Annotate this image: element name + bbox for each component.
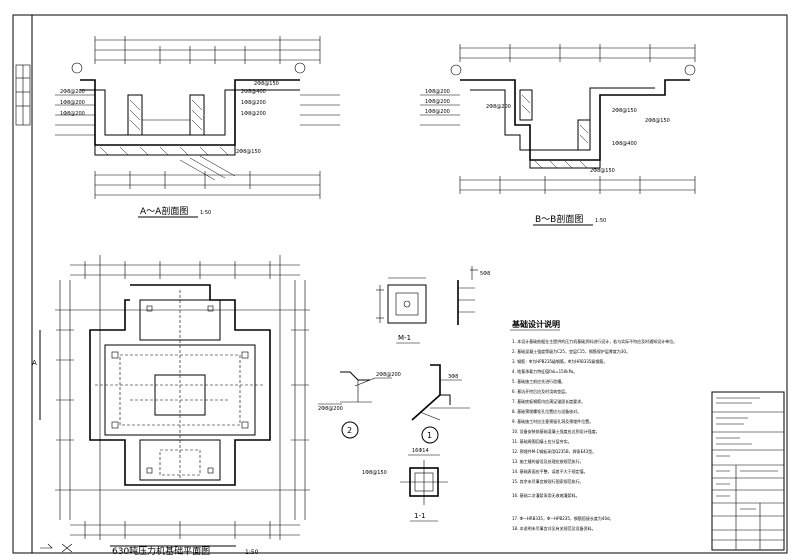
note-9: 9. 基础施工时应注意预留孔洞及预埋件位置。: [512, 418, 593, 424]
aa-section-title: A～A剖面图: [140, 205, 188, 217]
section11-top-note: 16Φ14: [412, 448, 429, 454]
note-10: 10. 设备安装前基础混凝土强度应达到设计强度。: [512, 428, 600, 434]
bb-rebar-note-6: 2Φ8@150: [645, 118, 670, 124]
detail-2: 2Φ8@200 2Φ8@200 2: [318, 371, 401, 439]
note-2: 2. 基础混凝土强度等级为C25，垫层C15，钢筋保护层厚度为30。: [512, 348, 630, 354]
note-5: 5. 基础施工前应先进行验槽。: [512, 378, 565, 384]
aa-rebar-note-5: 1Φ8@200: [241, 100, 266, 106]
plan-scale: 1:50: [245, 549, 259, 556]
detail2-note: 2Φ8@200: [376, 372, 401, 378]
aa-rebar-note-7: 2Φ8@150: [254, 81, 279, 87]
note-12: 12. 预埋件M-1钢板采用Q235B，焊条E43型。: [512, 448, 596, 454]
detail1-mark: 1: [427, 431, 432, 440]
detail2-note-b: 2Φ8@200: [318, 406, 343, 412]
title-block: [711, 391, 785, 551]
note-4: 4. 地基承载力特征值fak=150kPa。: [512, 368, 577, 374]
detail-section-11: 16Φ14 1Φ8@150 1-1: [362, 448, 448, 522]
note-17: 17. Φ—HRB335，Φ—HPB235，钢筋搭接长度为40d。: [512, 515, 614, 521]
section-bb: 1Φ8@200 1Φ8@200 1Φ8@200 2Φ8@200 2Φ8@150 …: [420, 44, 696, 226]
note-18: 18. 本说明未尽事宜详见有关规范及设备资料。: [512, 525, 596, 531]
note-11: 11. 基础周围回填土应分层夯实。: [512, 438, 572, 444]
aa-rebar-note-8: 2Φ8@150: [236, 149, 261, 155]
detail-m1: M-1 5Φ8: [376, 266, 490, 344]
bb-section-scale: 1:50: [595, 218, 606, 224]
bb-rebar-note-5: 2Φ8@150: [612, 108, 637, 114]
notes-title: 基础设计说明: [511, 319, 560, 329]
aa-section-scale: 1:50: [200, 210, 211, 216]
bb-rebar-note-7: 1Φ8@400: [612, 141, 637, 147]
foundation-plan: A 630吨压力机基础平面图 1:50: [32, 255, 310, 557]
aa-rebar-note-1: 2Φ8@200: [60, 89, 85, 95]
note-6: 6. 基坑开挖后应及时浇筑垫层。: [512, 388, 569, 394]
bb-rebar-note-3: 1Φ8@200: [425, 109, 450, 115]
m1-note: 5Φ8: [480, 271, 490, 277]
bb-rebar-note-1: 1Φ8@200: [425, 89, 450, 95]
aa-rebar-note-2: 1Φ8@200: [60, 100, 85, 106]
corner-mark: [40, 543, 53, 549]
aa-rebar-note-3: 1Φ8@200: [60, 111, 85, 117]
detail-1: 3Φ8 1: [411, 364, 470, 444]
margin-strip: [15, 64, 31, 126]
note-13: 13. 施工缝的留设及处理应按规范执行。: [512, 458, 584, 464]
design-notes: 基础设计说明 1. 本设计基础依据业主提供的压力机基础资料进行设计，若与实际不符…: [510, 319, 677, 531]
note-7: 7. 基础底板钢筋均应满足锚固长度要求。: [512, 398, 585, 404]
bb-rebar-note-2: 1Φ8@200: [425, 99, 450, 105]
section11-note: 1Φ8@150: [362, 470, 387, 476]
aa-rebar-note-4: 2Φ8@400: [241, 89, 266, 95]
note-16: 16. 基础二次灌浆采用无收缩灌浆料。: [512, 492, 580, 498]
plan-section-mark: A: [32, 359, 37, 367]
aa-rebar-note-6: 1Φ8@200: [241, 111, 266, 117]
note-8: 8. 基础预埋螺栓孔位置应与设备核对。: [512, 408, 581, 414]
note-14: 14. 基础表面应平整，误差不大于规定值。: [512, 468, 588, 474]
detail2-mark: 2: [347, 426, 352, 435]
section-aa: 2Φ8@200 1Φ8@200 1Φ8@200 2Φ8@400 1Φ8@200 …: [55, 36, 340, 218]
note-3: 3. 钢筋：Φ为HPB235级钢筋，Φ为HRB335级钢筋。: [512, 358, 607, 364]
m1-label: M-1: [398, 334, 411, 342]
bb-section-title: B～B剖面图: [535, 213, 583, 225]
detail1-note: 3Φ8: [448, 374, 458, 380]
plan-title: 630吨压力机基础平面图: [112, 545, 210, 557]
bb-rebar-note-8: 2Φ8@150: [590, 168, 615, 174]
note-15: 15. 其余未尽事宜按现行国家规范执行。: [512, 478, 584, 484]
bb-rebar-note-4: 2Φ8@200: [486, 104, 511, 110]
sheet-border: [12, 14, 788, 554]
section11-label: 1-1: [414, 512, 425, 520]
note-1: 1. 本设计基础依据业主提供的压力机基础资料进行设计，若与实际不符应及时通知设计…: [512, 338, 677, 344]
